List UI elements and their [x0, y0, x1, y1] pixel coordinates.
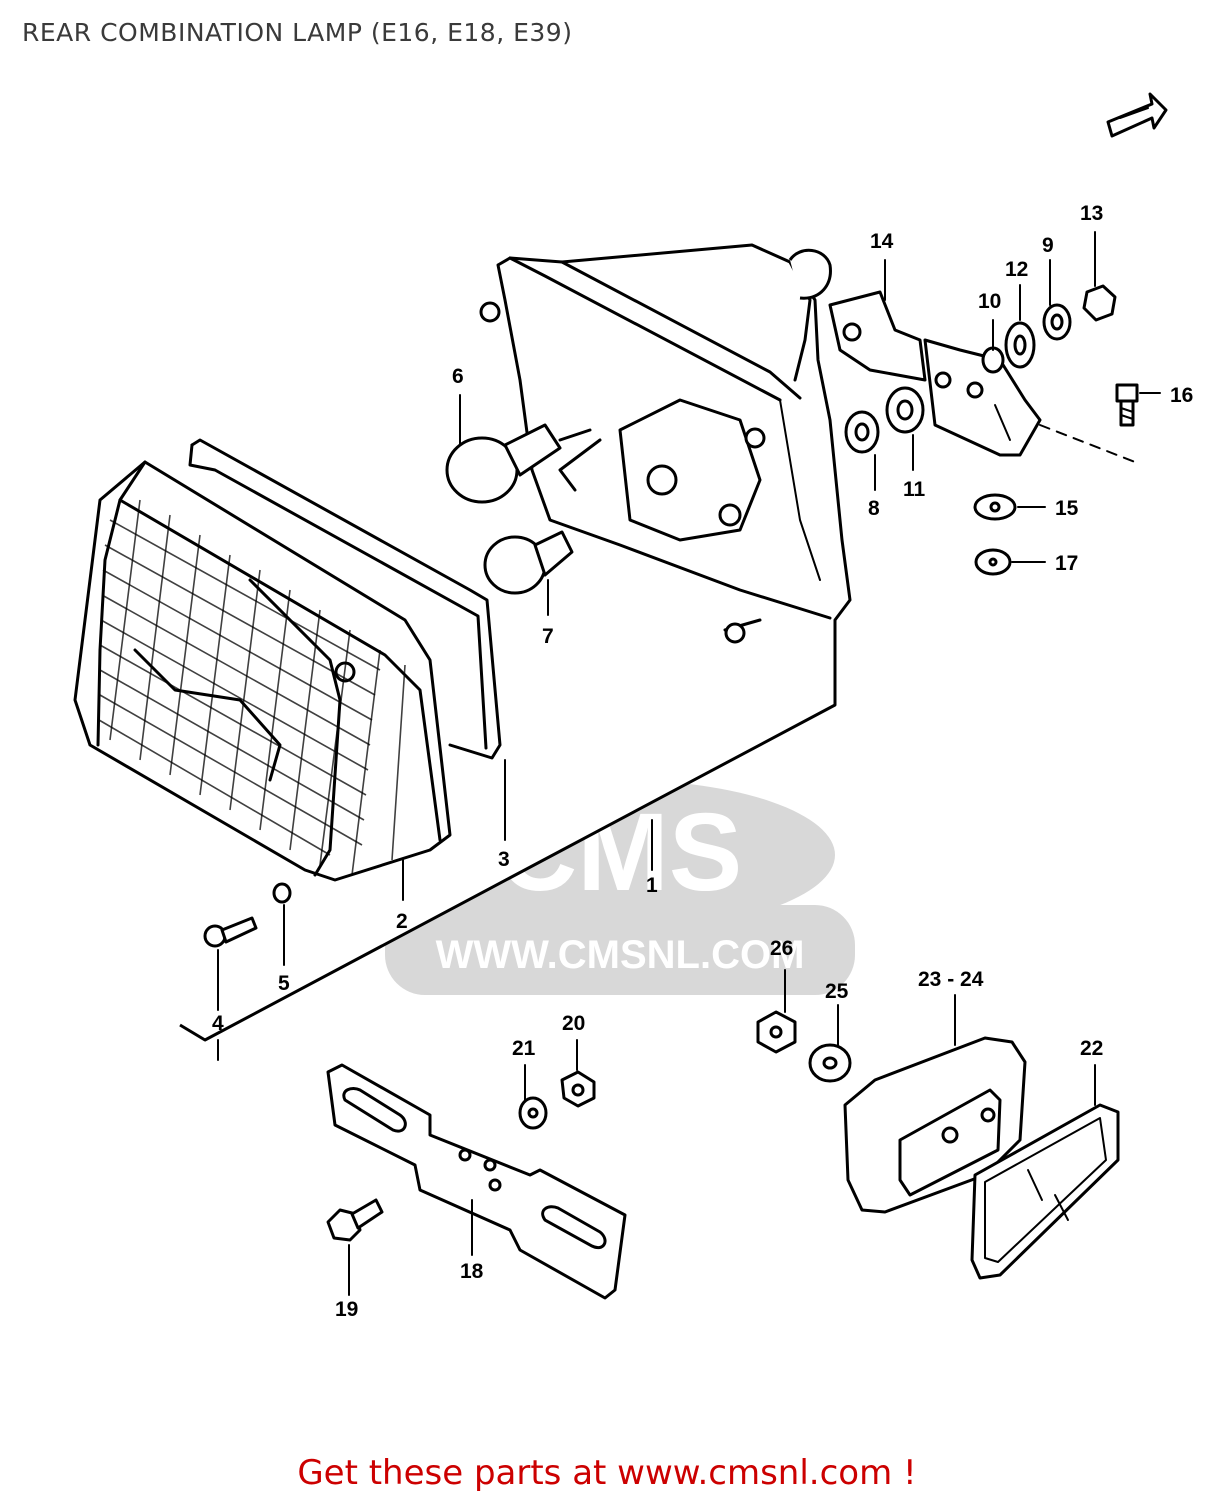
callout-17: 17: [1055, 552, 1078, 575]
callout-9: 9: [1042, 234, 1054, 257]
callout-3: 3: [498, 848, 510, 871]
license-lamp-lens-part: [970, 1103, 1120, 1280]
bulb-large-part: [445, 423, 592, 504]
washer-21-part: [518, 1096, 548, 1130]
footer-link[interactable]: Get these parts at www.cmsnl.com !: [297, 1453, 917, 1493]
callout-22: 22: [1080, 1037, 1103, 1060]
callout-10: 10: [978, 290, 1001, 313]
bolt-19-part: [326, 1198, 384, 1242]
lens-gasket-part: [188, 438, 502, 760]
callout-25: 25: [825, 980, 849, 1003]
lamp-lens-part: [73, 460, 452, 882]
callout-18: 18: [460, 1260, 484, 1283]
callout-8: 8: [868, 497, 880, 520]
washer-25-part: [808, 1043, 852, 1083]
callout-6: 6: [452, 365, 464, 388]
callout-7: 7: [542, 625, 554, 648]
washer-5-part: [272, 882, 292, 904]
washer-9-part: [1042, 303, 1072, 341]
nut-26-part: [756, 1010, 797, 1054]
bulb-small-part: [483, 530, 574, 595]
callout-13: 13: [1080, 202, 1103, 225]
nut-13-part: [1082, 284, 1117, 322]
callout-20: 20: [562, 1012, 585, 1035]
callout-26: 26: [770, 937, 793, 960]
collar-10-part: [981, 346, 1005, 374]
license-bracket-part: [326, 1063, 627, 1300]
screw-4-part: [203, 916, 258, 948]
callout-2: 2: [396, 910, 408, 933]
callout-15: 15: [1055, 497, 1079, 520]
callout-5: 5: [278, 972, 290, 995]
front-arrow-icon: [1106, 92, 1168, 138]
callout-12: 12: [1005, 258, 1028, 281]
callout-14: 14: [870, 230, 894, 253]
callout-1: 1: [646, 874, 658, 897]
nut-20-part: [560, 1070, 596, 1108]
callout-21: 21: [512, 1037, 536, 1060]
nut-15-part: [973, 493, 1017, 521]
callout-11: 11: [903, 478, 926, 501]
washer-17-part: [974, 548, 1012, 576]
callout-16: 16: [1170, 384, 1193, 407]
license-lamp-housing-part: [843, 1036, 1027, 1214]
callout-23-24: 23 - 24: [918, 968, 984, 991]
bolt-16-part: [1115, 383, 1139, 427]
washer-11-part: [885, 386, 925, 434]
leader-lines: [217, 231, 1161, 1296]
callout-4: 4: [212, 1012, 224, 1035]
watermark-url-text: WWW.CMSNL.COM: [436, 933, 805, 977]
washer-12-part: [1004, 321, 1036, 369]
callout-19: 19: [335, 1298, 358, 1321]
lamp-bracket-part: [923, 338, 1042, 457]
callout-numbers: 1 2 3 4 5 6 7 8 9 10 11 12 13 14 15 16 1…: [212, 202, 1193, 1321]
rubber-washer-8-part: [844, 410, 880, 454]
diagram-title: REAR COMBINATION LAMP (E16, E18, E39): [22, 18, 573, 47]
